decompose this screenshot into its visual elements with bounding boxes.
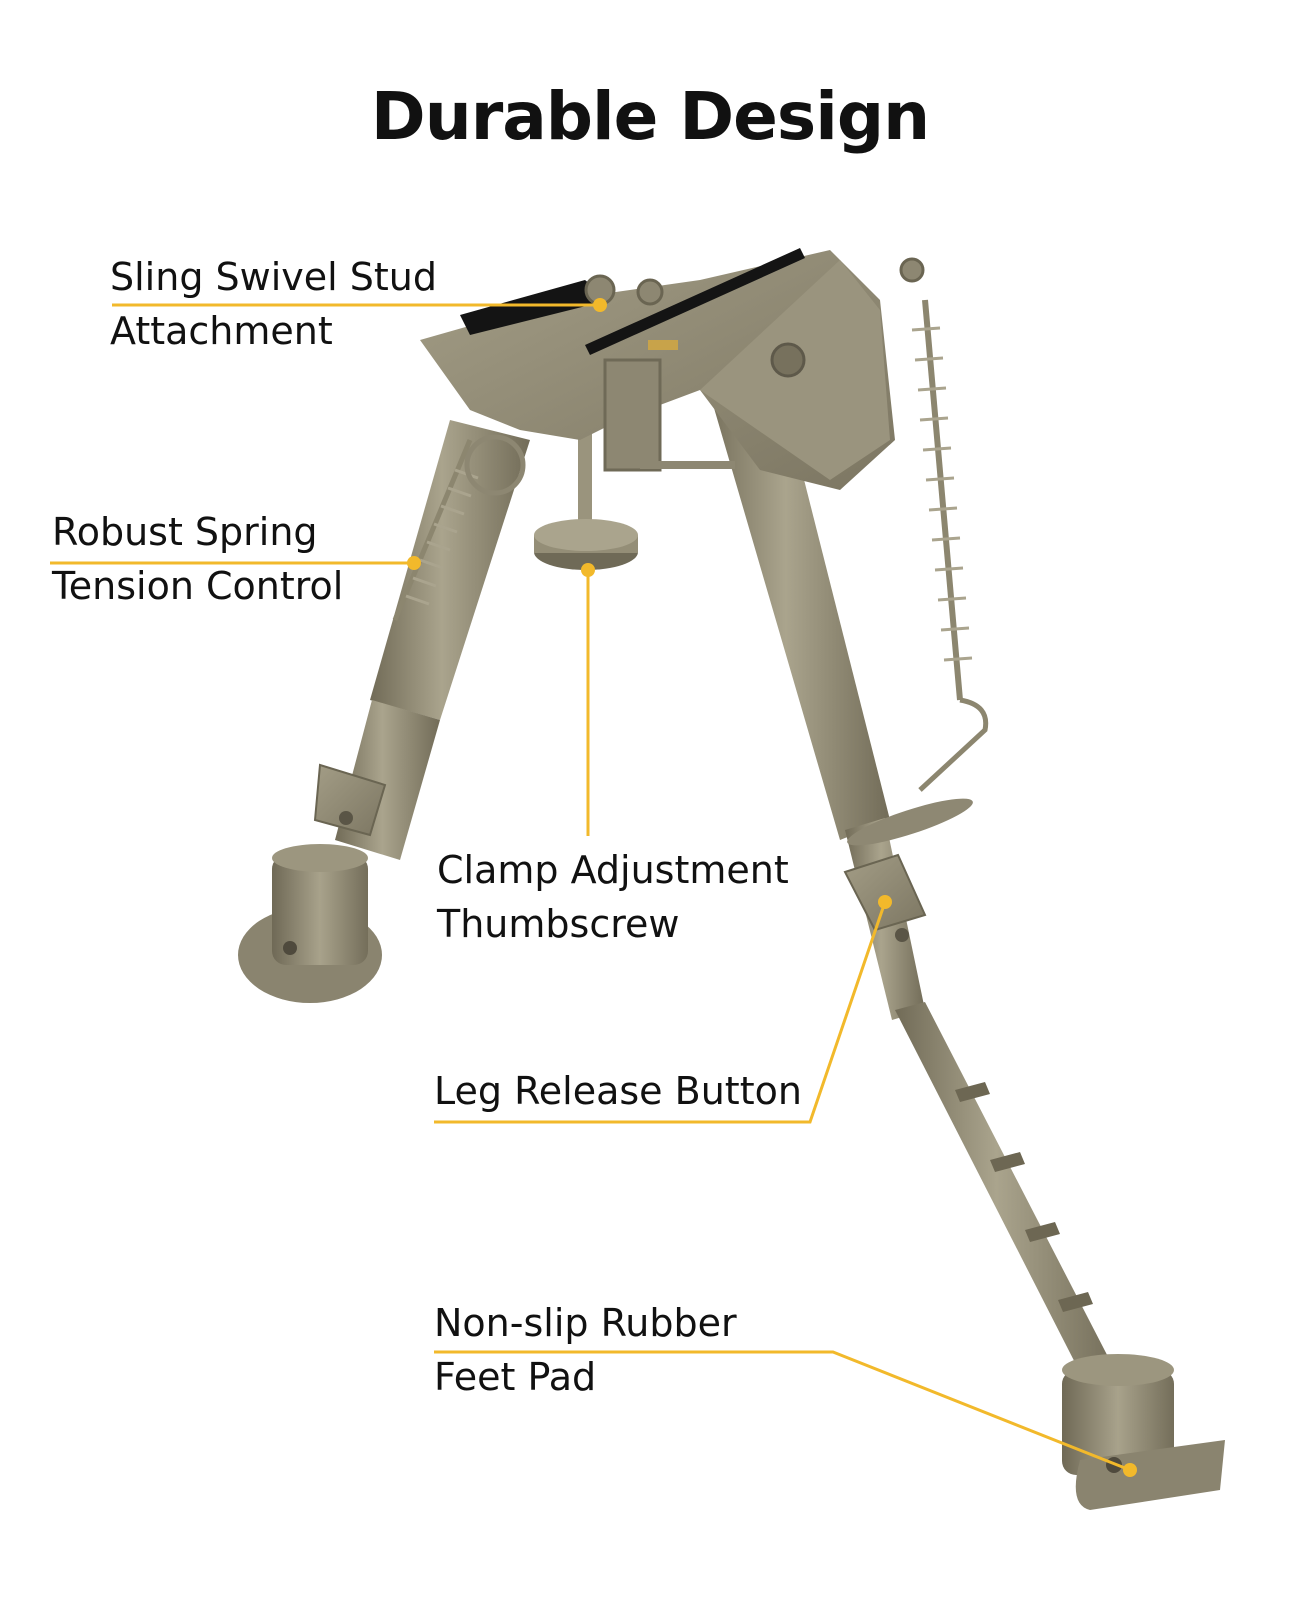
callout-line: Robust Spring xyxy=(52,510,318,554)
callout-lines xyxy=(50,303,1131,1472)
right-foot xyxy=(1062,1354,1225,1510)
callout-spring: Robust Spring Tension Control xyxy=(52,505,343,613)
callout-feet: Non-slip Rubber Feet Pad xyxy=(434,1296,737,1404)
callout-line: Tension Control xyxy=(52,564,344,608)
tension-spring-right xyxy=(911,299,989,792)
rubber-strip xyxy=(585,248,805,355)
release-button xyxy=(843,853,927,932)
callout-line: Thumbscrew xyxy=(437,902,680,946)
callout-line: Clamp Adjustment xyxy=(437,848,789,892)
left-foot xyxy=(238,844,382,1003)
callout-line: Non-slip Rubber xyxy=(434,1301,737,1345)
callout-dots xyxy=(407,298,1137,1477)
callout-line: Sling Swivel Stud xyxy=(110,255,438,299)
feet-leader xyxy=(434,1350,1131,1472)
left-release-button xyxy=(313,763,387,837)
mount-body xyxy=(420,248,925,496)
callout-line: Attachment xyxy=(110,309,333,353)
callout-clamp: Clamp Adjustment Thumbscrew xyxy=(437,843,789,951)
callout-release: Leg Release Button xyxy=(434,1064,802,1118)
callout-line: Feet Pad xyxy=(434,1355,597,1399)
left-leg xyxy=(313,420,530,860)
right-leg xyxy=(700,345,1120,1392)
clamp-thumbscrew xyxy=(534,430,638,570)
release-leader xyxy=(434,901,887,1124)
page-title: Durable Design xyxy=(370,78,930,155)
callout-line: Leg Release Button xyxy=(434,1069,802,1113)
callout-sling-swivel: Sling Swivel Stud Attachment xyxy=(110,250,437,358)
rubber-pad xyxy=(460,280,610,335)
